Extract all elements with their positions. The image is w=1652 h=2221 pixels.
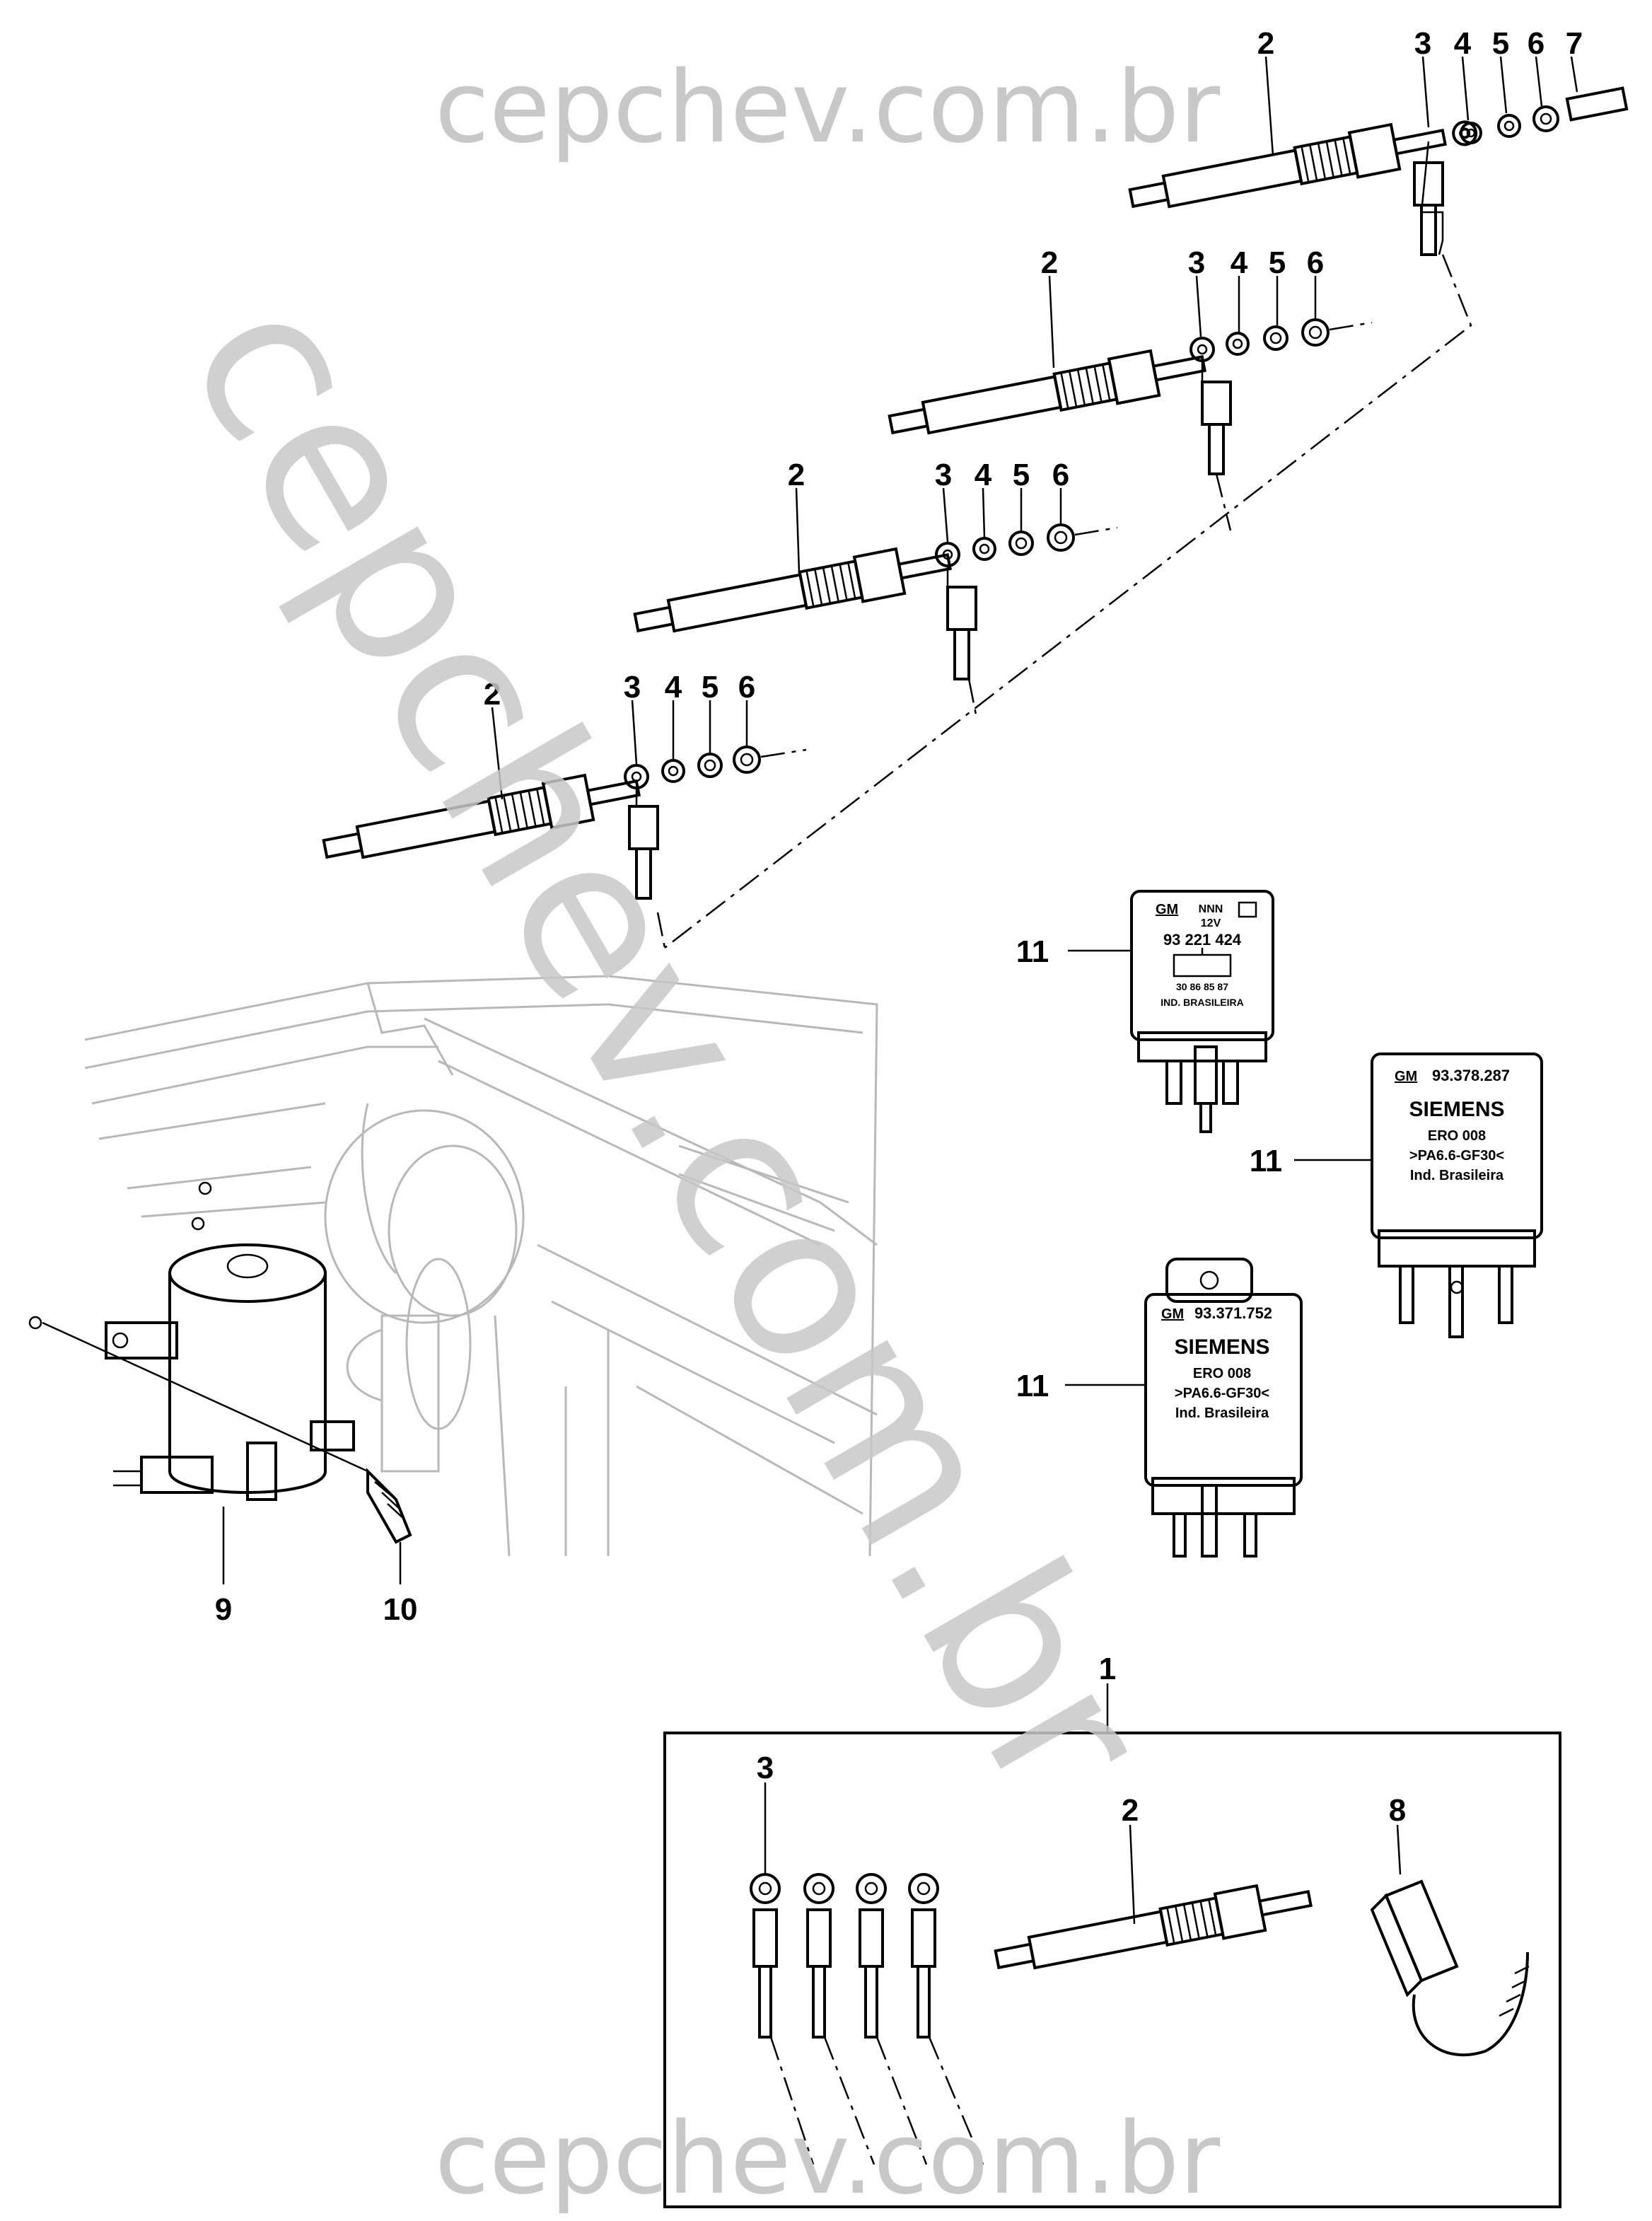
glow-plug-row-3 [633,547,952,633]
svg-text:2: 2 [1257,26,1274,61]
callouts-row-1: 2 3 4 5 6 7 [1257,26,1583,61]
engine-block-outline [84,975,878,1557]
svg-text:2: 2 [788,458,805,492]
svg-text:3: 3 [1188,245,1205,280]
callout-1: 1 [1099,1652,1116,1686]
kit-terminals [750,1873,984,2165]
svg-text:ERO 008: ERO 008 [1428,1128,1486,1144]
callouts-row-3: 2 3 4 5 6 [788,458,1069,492]
relay-siemens-b: GM 93.371.752 SIEMENS ERO 008 >PA6.6-GF3… [1144,1258,1303,1558]
svg-text:93 221 424: 93 221 424 [1163,931,1242,949]
harness-line [656,254,1472,949]
svg-text:2: 2 [484,677,501,712]
svg-text:3: 3 [935,458,952,492]
watermark-bottom: cepchev.com.br [435,2101,1221,2217]
svg-text:GM: GM [1156,902,1178,917]
callout-9: 9 [215,1592,232,1627]
kit-box [663,1732,1561,2208]
svg-text:93.371.752: 93.371.752 [1194,1304,1272,1322]
svg-text:6: 6 [738,670,755,704]
kit-glow-plug [994,1884,1313,1970]
svg-text:12V: 12V [1201,917,1221,929]
svg-text:30 86 85 87: 30 86 85 87 [1176,981,1228,992]
solenoid-screw-line [42,1321,368,1473]
svg-text:SIEMENS: SIEMENS [1409,1098,1504,1121]
svg-text:2: 2 [1041,245,1058,280]
svg-text:IND. BRASILEIRA: IND. BRASILEIRA [1161,997,1243,1008]
relay-gm: GM NNN 12V 93 221 424 30 86 85 87 IND. B… [1130,890,1274,1133]
svg-text:6: 6 [1528,26,1545,61]
relay-siemens-a: GM 93.378.287 SIEMENS ERO 008 >PA6.6-GF3… [1371,1052,1543,1338]
svg-text:4: 4 [975,458,992,492]
svg-text:Ind. Brasileira: Ind. Brasileira [1410,1168,1504,1183]
callout-kit-3: 3 [757,1751,774,1785]
fixing-screw [366,1468,412,1544]
svg-text:GM: GM [1395,1069,1417,1084]
svg-text:93.378.287: 93.378.287 [1432,1067,1510,1084]
svg-text:7: 7 [1566,26,1583,61]
washer-stack-row-3 [935,523,1118,680]
solenoid-unit [28,1181,355,1501]
svg-text:SIEMENS: SIEMENS [1174,1335,1269,1359]
watermark-top: cepchev.com.br [435,50,1221,166]
svg-text:NNN: NNN [1199,903,1223,915]
svg-text:4: 4 [1454,26,1472,61]
svg-text:3: 3 [1414,26,1431,61]
glow-plug-row-2 [888,349,1206,435]
washer-stack-row-2 [1189,318,1373,475]
watermark-diagonal: cepchev.com.br [141,255,1197,1838]
svg-text:GM: GM [1161,1306,1184,1322]
washer-stack-row-4 [624,746,807,900]
svg-text:4: 4 [1231,245,1248,280]
callout-10: 10 [383,1592,418,1627]
washer-stack-row-1 [1413,86,1629,256]
svg-text:4: 4 [665,670,682,704]
callout-relay-1: 11 [1016,934,1049,969]
callout-relay-2: 11 [1250,1144,1283,1178]
callout-kit-8: 8 [1389,1793,1406,1828]
svg-text:>PA6.6-GF30<: >PA6.6-GF30< [1175,1386,1269,1401]
svg-text:6: 6 [1052,458,1069,492]
kit-plug-leader [1129,1824,1136,1925]
svg-text:5: 5 [1013,458,1030,492]
svg-text:5: 5 [702,670,719,704]
svg-text:5: 5 [1269,245,1286,280]
svg-text:6: 6 [1307,245,1324,280]
callout-leaders [491,56,1578,800]
callouts-row-2: 2 3 4 5 6 [1041,245,1324,280]
kit-connector [1370,1879,1530,2057]
callout-kit-2: 2 [1122,1793,1139,1828]
callouts-row-4: 2 3 4 5 6 [484,670,755,712]
svg-text:>PA6.6-GF30<: >PA6.6-GF30< [1409,1148,1504,1164]
svg-text:ERO 008: ERO 008 [1193,1366,1251,1381]
kit-connector-leader [1396,1824,1402,1875]
callout-relay-3: 11 [1016,1369,1049,1403]
svg-text:5: 5 [1492,26,1509,61]
svg-text:Ind. Brasileira: Ind. Brasileira [1175,1405,1269,1421]
svg-text:3: 3 [624,670,641,704]
glow-plug-row-1 [1128,120,1478,209]
